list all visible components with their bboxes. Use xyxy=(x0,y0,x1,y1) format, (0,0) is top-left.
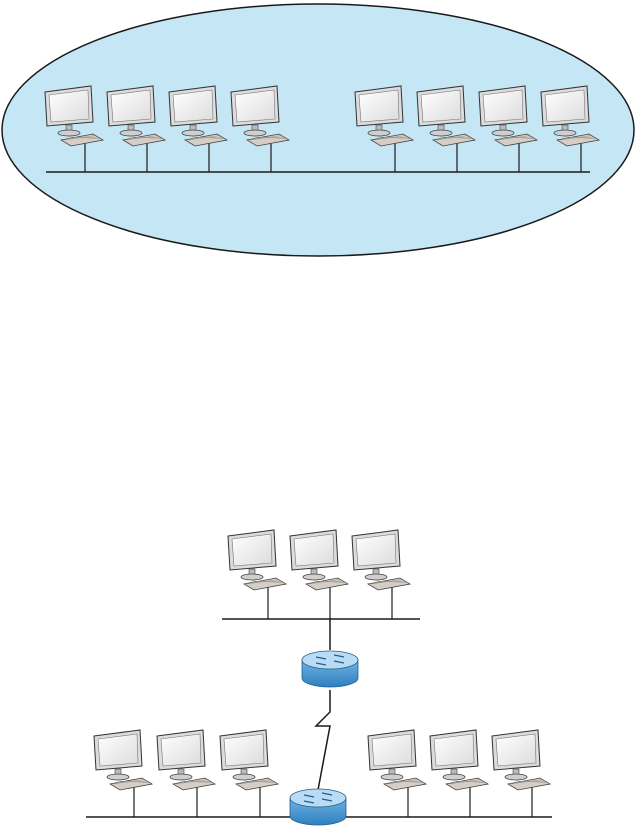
monitor-base xyxy=(170,774,192,780)
router-top xyxy=(290,789,346,807)
monitor-base xyxy=(368,130,390,136)
monitor-base xyxy=(303,574,325,580)
monitor-base xyxy=(430,130,452,136)
monitor-screen xyxy=(111,90,151,122)
monitor-base xyxy=(244,130,266,136)
monitor-screen xyxy=(545,90,585,122)
monitor-base xyxy=(233,774,255,780)
monitor-base xyxy=(554,130,576,136)
monitor-screen xyxy=(294,534,334,566)
monitor-screen xyxy=(372,734,412,766)
monitor-screen xyxy=(356,534,396,566)
monitor-screen xyxy=(496,734,536,766)
workstation xyxy=(94,730,152,817)
monitor-screen xyxy=(421,90,461,122)
monitor-base xyxy=(505,774,527,780)
serial-wan-link xyxy=(316,690,330,790)
workstation xyxy=(290,530,348,619)
routed-network-diagram xyxy=(86,530,552,825)
monitor-base xyxy=(381,774,403,780)
routers xyxy=(290,651,358,825)
monitor-base xyxy=(120,130,142,136)
workstation xyxy=(228,530,286,619)
monitor-base xyxy=(182,130,204,136)
workstation xyxy=(157,730,215,817)
router-icon xyxy=(302,651,358,687)
monitor-screen xyxy=(173,90,213,122)
monitor-screen xyxy=(224,734,264,766)
monitor-base xyxy=(241,574,263,580)
monitor-screen xyxy=(434,734,474,766)
workstation xyxy=(352,530,410,619)
workstation xyxy=(220,730,278,817)
monitor-screen xyxy=(359,90,399,122)
monitor-screen xyxy=(235,90,275,122)
router-icon xyxy=(290,789,346,825)
monitor-screen xyxy=(49,90,89,122)
monitor-screen xyxy=(232,534,272,566)
monitor-base xyxy=(107,774,129,780)
monitor-screen xyxy=(98,734,138,766)
broadcast-domain-ellipse xyxy=(2,4,634,256)
monitor-screen xyxy=(161,734,201,766)
monitor-base xyxy=(492,130,514,136)
monitor-base xyxy=(58,130,80,136)
workstation xyxy=(368,730,426,817)
router-top xyxy=(302,651,358,669)
monitor-base xyxy=(443,774,465,780)
flat-network-diagram xyxy=(2,4,634,256)
monitor-screen xyxy=(483,90,523,122)
workstation xyxy=(492,730,550,817)
monitor-base xyxy=(365,574,387,580)
workstation xyxy=(430,730,488,817)
